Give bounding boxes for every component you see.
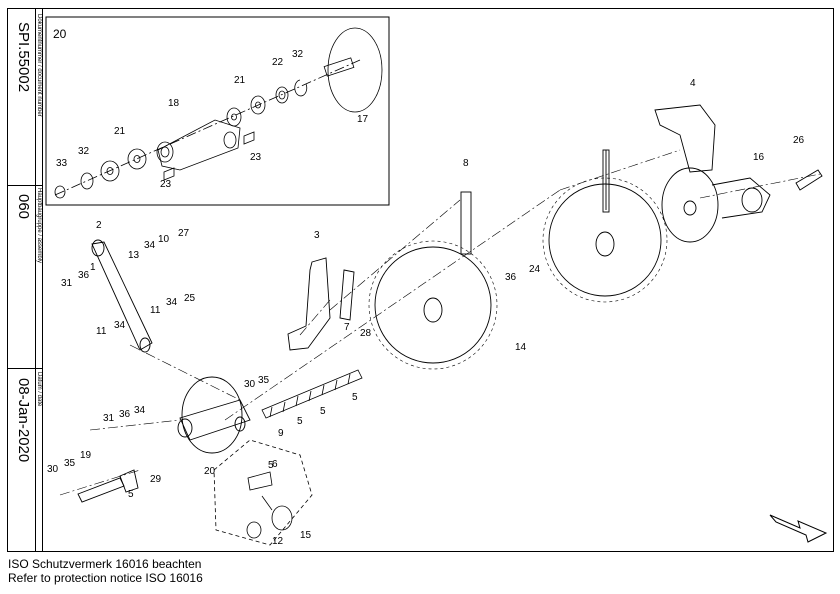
title-block-divider (7, 368, 43, 369)
part-callout-35: 35 (64, 458, 76, 469)
title-block-inner-line (35, 8, 36, 552)
part-callout-34: 34 (114, 320, 126, 331)
main-arm-part-20 (177, 376, 251, 454)
detail-box (45, 16, 390, 206)
part-callout-21: 21 (234, 75, 246, 86)
part-callout-21: 21 (114, 126, 126, 137)
plate-part-6 (247, 471, 273, 491)
part-callout-2: 2 (96, 220, 102, 231)
part-callout-25: 25 (184, 293, 196, 304)
drawing-frame (7, 8, 834, 552)
part-callout-30: 30 (47, 464, 59, 475)
part-callout-34: 34 (144, 240, 156, 251)
part-callout-30: 30 (244, 379, 256, 390)
cutting-disc-rear (542, 177, 668, 303)
part-callout-29: 29 (150, 474, 162, 485)
part-callout-5: 5 (268, 460, 274, 471)
part-callout-5: 5 (297, 416, 303, 427)
part-callout-17: 17 (357, 114, 369, 125)
title-block: Dokumentnummer / document number SPI.550… (7, 8, 43, 552)
part-callout-32: 32 (292, 49, 304, 60)
arm-part-2 (91, 239, 153, 353)
scraper-row-part-5 (261, 369, 363, 419)
part-callout-5: 5 (352, 392, 358, 403)
part-callout-9: 9 (278, 428, 284, 439)
part-callout-27: 27 (178, 228, 190, 239)
shaft-part-19 (77, 469, 139, 503)
part-callout-34: 34 (134, 405, 146, 416)
bracket-part-3 (287, 257, 355, 351)
hub-assembly (602, 104, 823, 243)
part-callout-5: 5 (128, 489, 134, 500)
part-callout-11: 11 (150, 305, 161, 316)
part-callout-16: 16 (753, 152, 765, 163)
detail-group-6-15-12 (213, 439, 313, 546)
cam-part-15 (271, 505, 293, 531)
plate-part-7 (339, 269, 355, 321)
part-callout-18: 18 (168, 98, 180, 109)
detail-box-label: 20 (53, 27, 67, 41)
part-callout-23: 23 (250, 152, 262, 163)
pin-part (795, 169, 823, 191)
footer-line-2: Refer to protection notice ISO 16016 (8, 571, 203, 585)
snap-ring-part (54, 185, 66, 199)
part-callout-1: 1 (90, 262, 96, 273)
part-callout-36: 36 (505, 272, 517, 283)
part-callout-35: 35 (258, 375, 270, 386)
part-callout-31: 31 (61, 278, 73, 289)
bracket-part (654, 104, 716, 173)
part-callout-19: 19 (80, 450, 92, 461)
bushing-part-12 (246, 521, 262, 539)
part-callout-7: 7 (344, 322, 350, 333)
part-callout-31: 31 (103, 413, 115, 424)
detail-box-parts (54, 27, 383, 199)
arm-part (157, 119, 241, 171)
strip-part-8 (460, 191, 472, 255)
part-callout-3: 3 (314, 230, 320, 241)
part-callout-34: 34 (166, 297, 178, 308)
part-callout-11: 11 (96, 326, 107, 337)
callout-labels: 3332211823212232172342616832271334103136… (47, 49, 805, 547)
part-callout-26: 26 (793, 135, 805, 146)
cutting-disc-front (368, 240, 498, 370)
part-callout-12: 12 (272, 536, 284, 547)
circlip-part (80, 172, 94, 190)
direction-arrow-icon (769, 514, 828, 543)
disc-hub-part (327, 27, 383, 113)
part-callout-6: 6 (272, 459, 278, 470)
washer-part (100, 160, 120, 182)
part-callout-15: 15 (300, 530, 312, 541)
footer-line-1: ISO Schutzvermerk 16016 beachten (8, 557, 202, 571)
title-block-divider (7, 185, 43, 186)
part-callout-22: 22 (272, 57, 284, 68)
part-callout-33: 33 (56, 158, 68, 169)
part-callout-8: 8 (463, 158, 469, 169)
assembly-lines (59, 149, 821, 496)
part-callout-28: 28 (360, 328, 372, 339)
part-callout-13: 13 (128, 250, 140, 261)
part-callout-32: 32 (78, 146, 90, 157)
part-callout-5: 5 (320, 406, 326, 417)
washer-part (127, 148, 147, 170)
part-callout-4: 4 (690, 78, 696, 89)
part-callout-24: 24 (529, 264, 541, 275)
part-callout-20: 20 (204, 466, 216, 477)
part-callout-36: 36 (119, 409, 131, 420)
part-callout-10: 10 (158, 234, 170, 245)
part-callout-36: 36 (78, 270, 90, 281)
part-callout-23: 23 (160, 179, 172, 190)
part-callout-14: 14 (515, 342, 527, 353)
